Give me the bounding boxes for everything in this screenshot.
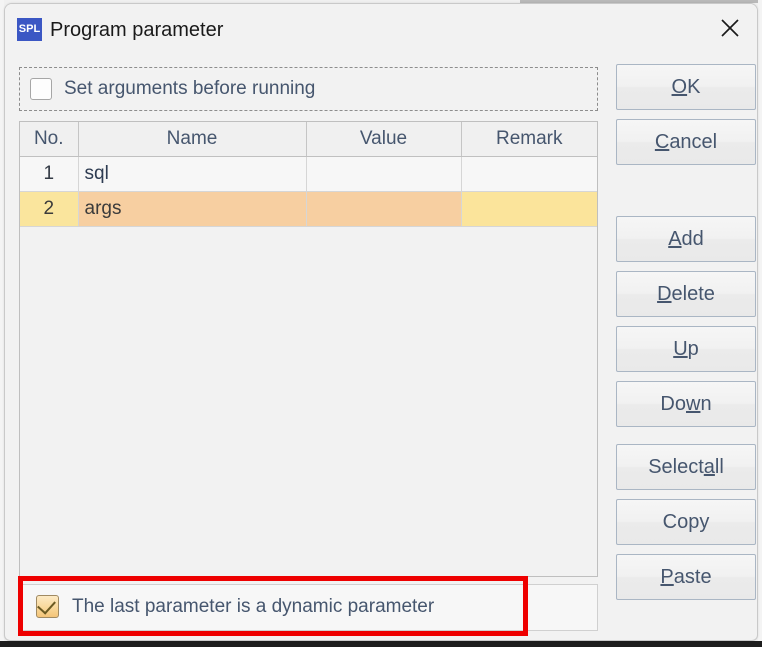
cell-name[interactable]: sql: [78, 156, 307, 192]
select-all-button-mnemonic: a: [703, 455, 715, 478]
column-header-value[interactable]: Value: [306, 122, 462, 157]
set-arguments-label: Set arguments before running: [64, 78, 316, 99]
delete-button-mnemonic: D: [657, 282, 672, 305]
cell-name[interactable]: args: [78, 191, 307, 227]
copy-button[interactable]: Copy: [616, 499, 756, 545]
cancel-button-mnemonic: C: [654, 130, 670, 153]
table-row[interactable]: 2 args: [20, 191, 597, 227]
set-arguments-panel: Set arguments before running: [19, 67, 598, 111]
set-arguments-checkbox[interactable]: [30, 78, 52, 100]
cell-no: 2: [20, 191, 79, 227]
background-window-bottom: [0, 641, 762, 647]
paste-button-mnemonic: P: [660, 565, 674, 588]
background-window-left: [0, 0, 4, 641]
table-header-row: No. Name Value Remark: [20, 122, 597, 157]
ok-button-post: K: [687, 75, 701, 98]
title-bar: SPL Program parameter: [5, 4, 757, 56]
column-header-no[interactable]: No.: [20, 122, 79, 157]
program-parameter-dialog: SPL Program parameter Set arguments befo…: [4, 3, 758, 641]
cell-remark[interactable]: [461, 156, 597, 192]
down-button-pre: Do: [660, 392, 686, 415]
parameter-table[interactable]: No. Name Value Remark 1 sql 2: [19, 121, 598, 577]
background-window-right: [758, 0, 762, 641]
dynamic-parameter-panel: The last parameter is a dynamic paramete…: [19, 584, 598, 631]
up-button-mnemonic: U: [673, 337, 688, 360]
close-icon[interactable]: [707, 6, 753, 50]
cell-value[interactable]: [306, 191, 462, 227]
dynamic-parameter-checkbox-row[interactable]: The last parameter is a dynamic paramete…: [36, 595, 434, 618]
cell-remark[interactable]: [461, 191, 597, 227]
table-row[interactable]: 1 sql: [20, 156, 597, 192]
select-all-button-post: ll: [714, 455, 724, 478]
checkmark-icon: [37, 595, 56, 615]
cell-no: 1: [20, 156, 79, 192]
up-button-post: p: [687, 337, 699, 360]
column-header-name[interactable]: Name: [78, 122, 307, 157]
add-button-post: dd: [681, 227, 704, 250]
spl-app-icon: SPL: [17, 18, 42, 41]
delete-button-post: elete: [671, 282, 715, 305]
dialog-title: Program parameter: [50, 19, 224, 41]
down-button-mnemonic: w: [686, 392, 701, 415]
down-button-post: n: [700, 392, 712, 415]
background-window-top-line: [520, 0, 762, 3]
add-button-mnemonic: A: [668, 227, 682, 250]
ok-button-mnemonic: O: [671, 75, 688, 98]
select-all-button-pre: Select: [648, 455, 704, 478]
column-header-remark[interactable]: Remark: [461, 122, 597, 157]
dynamic-parameter-checkbox[interactable]: [36, 595, 59, 618]
set-arguments-checkbox-row[interactable]: Set arguments before running: [30, 76, 315, 102]
copy-button-pre: Copy: [662, 510, 710, 533]
dynamic-parameter-label: The last parameter is a dynamic paramete…: [72, 595, 435, 617]
paste-button-post: aste: [673, 565, 712, 588]
cancel-button-post: ancel: [669, 130, 718, 153]
cell-value[interactable]: [306, 156, 462, 192]
